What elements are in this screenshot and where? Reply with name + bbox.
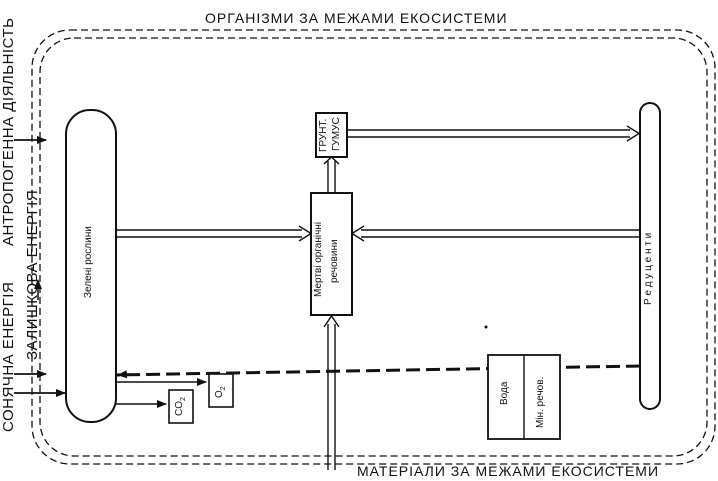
label-anthropogenic: АНТРОПОГЕННА ДІЯЛЬНІСТЬ: [0, 17, 17, 246]
co2-box: [168, 389, 194, 424]
dead-organic-box: [310, 192, 353, 316]
label-water: Вода: [499, 381, 510, 405]
ecosystem-boundary-inner: [39, 37, 708, 457]
o2-box: [208, 373, 234, 408]
title-top: ОРГАНІЗМИ ЗА МЕЖАМИ ЕКОСИСТЕМИ: [205, 10, 508, 26]
label-decomposers: Р е д у ц е н т и: [643, 232, 654, 305]
nutrient-return-line: [115, 364, 641, 377]
title-bottom: МАТЕРІАЛИ ЗА МЕЖАМИ ЕКОСИСТЕМИ: [357, 463, 660, 479]
label-dead-organic-2: речовини: [329, 239, 340, 283]
label-dead-organic-1: Мертві органічні: [313, 221, 324, 297]
label-co2: CO2: [174, 397, 187, 416]
ecosystem-boundary-outer: [31, 29, 716, 465]
label-solar-energy: СОНЯЧНА ЕНЕРГІЯ: [0, 281, 17, 432]
decomposers-shape: [639, 102, 661, 410]
green-plants-shape: [65, 109, 117, 423]
label-residual-energy: ЗАЛИШКОВА ЕНЕРГІЯ: [24, 189, 41, 360]
label-o2: O2: [214, 386, 227, 398]
label-green-plants: Зелені рослини: [83, 226, 94, 298]
label-minerals: Мін. речов.: [535, 376, 546, 428]
label-soil-1: ГРУНТ.: [318, 118, 329, 152]
soil-humus-box: [315, 112, 348, 158]
label-soil-2: ГУМУС: [331, 117, 342, 151]
